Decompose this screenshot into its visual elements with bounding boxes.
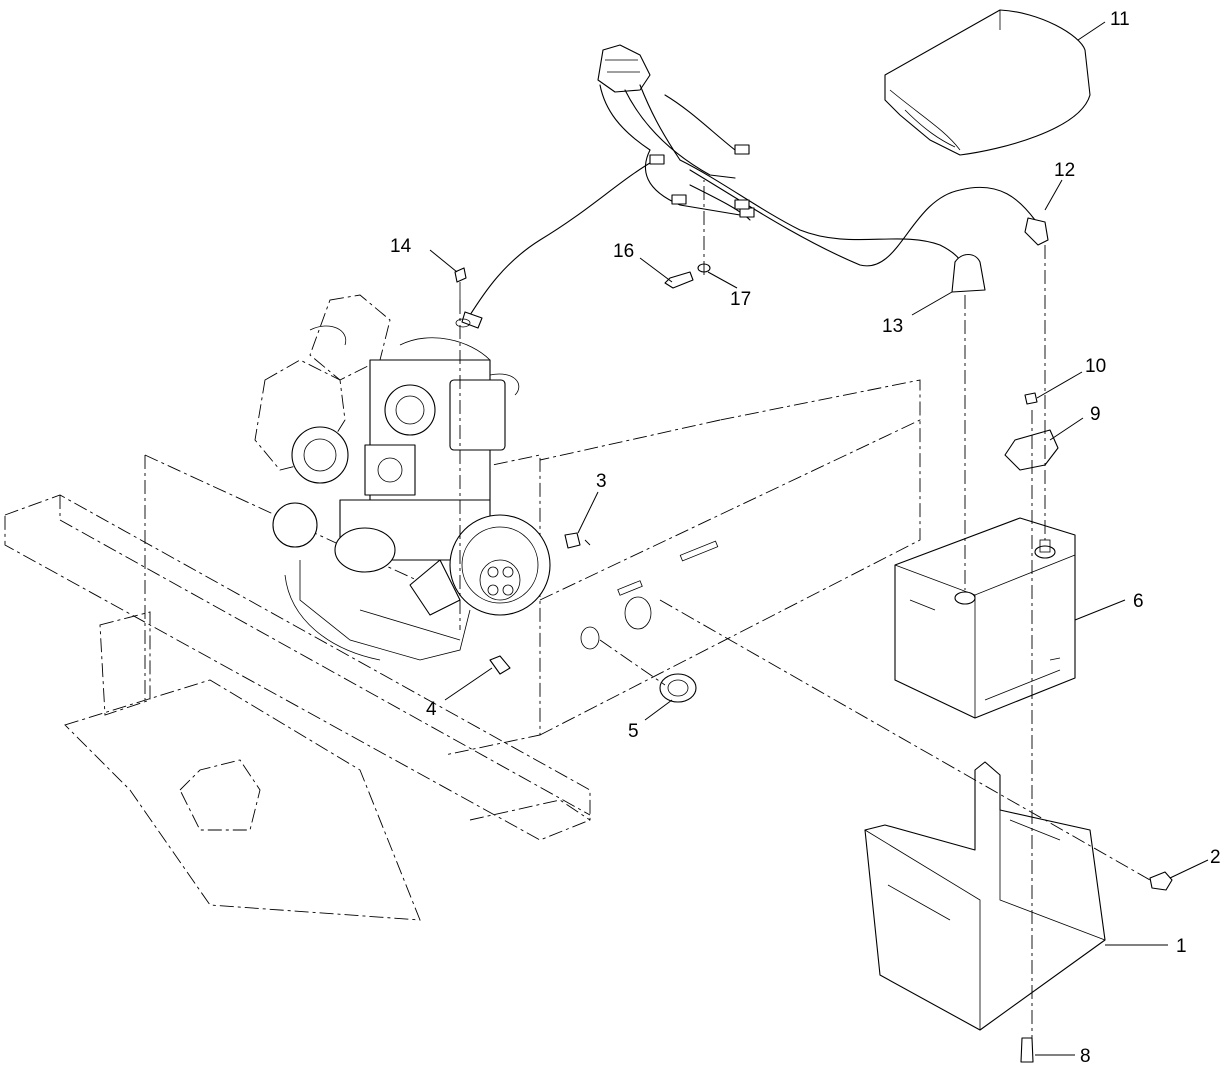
callout-6: 6 <box>1133 591 1144 612</box>
callout-11: 11 <box>1110 9 1130 30</box>
battery <box>894 517 1076 719</box>
battery-terminal-boot <box>951 253 986 293</box>
battery-hold-down <box>1004 392 1059 471</box>
callout-12: 12 <box>1054 160 1075 181</box>
leader-lines <box>429 21 1209 1056</box>
alignment-lines <box>459 180 1151 1040</box>
callout-9: 9 <box>1090 404 1101 425</box>
hold-down-rod <box>1020 1037 1034 1063</box>
callout-13: 13 <box>882 316 903 337</box>
callout-5: 5 <box>628 721 639 742</box>
wire-harness <box>461 44 1049 329</box>
callout-8: 8 <box>1080 1046 1091 1067</box>
small-parts <box>489 532 697 703</box>
callout-16: 16 <box>613 241 634 262</box>
callout-labels: 11 12 14 16 17 13 10 9 3 6 4 5 2 1 8 <box>390 9 1221 1067</box>
ground-bolt <box>454 267 471 328</box>
callout-1: 1 <box>1176 936 1187 957</box>
lower-frame <box>4 454 591 921</box>
engine-assembly <box>254 294 551 661</box>
tray-bolt <box>1149 871 1173 891</box>
battery-tray <box>864 761 1106 1031</box>
callout-3: 3 <box>596 471 607 492</box>
callout-10: 10 <box>1085 356 1106 377</box>
harness-bolt <box>664 263 711 289</box>
seat-cushion <box>884 9 1091 156</box>
callout-14: 14 <box>390 236 412 257</box>
callout-4: 4 <box>426 699 437 720</box>
callout-2: 2 <box>1210 847 1221 868</box>
callout-17: 17 <box>730 289 751 310</box>
